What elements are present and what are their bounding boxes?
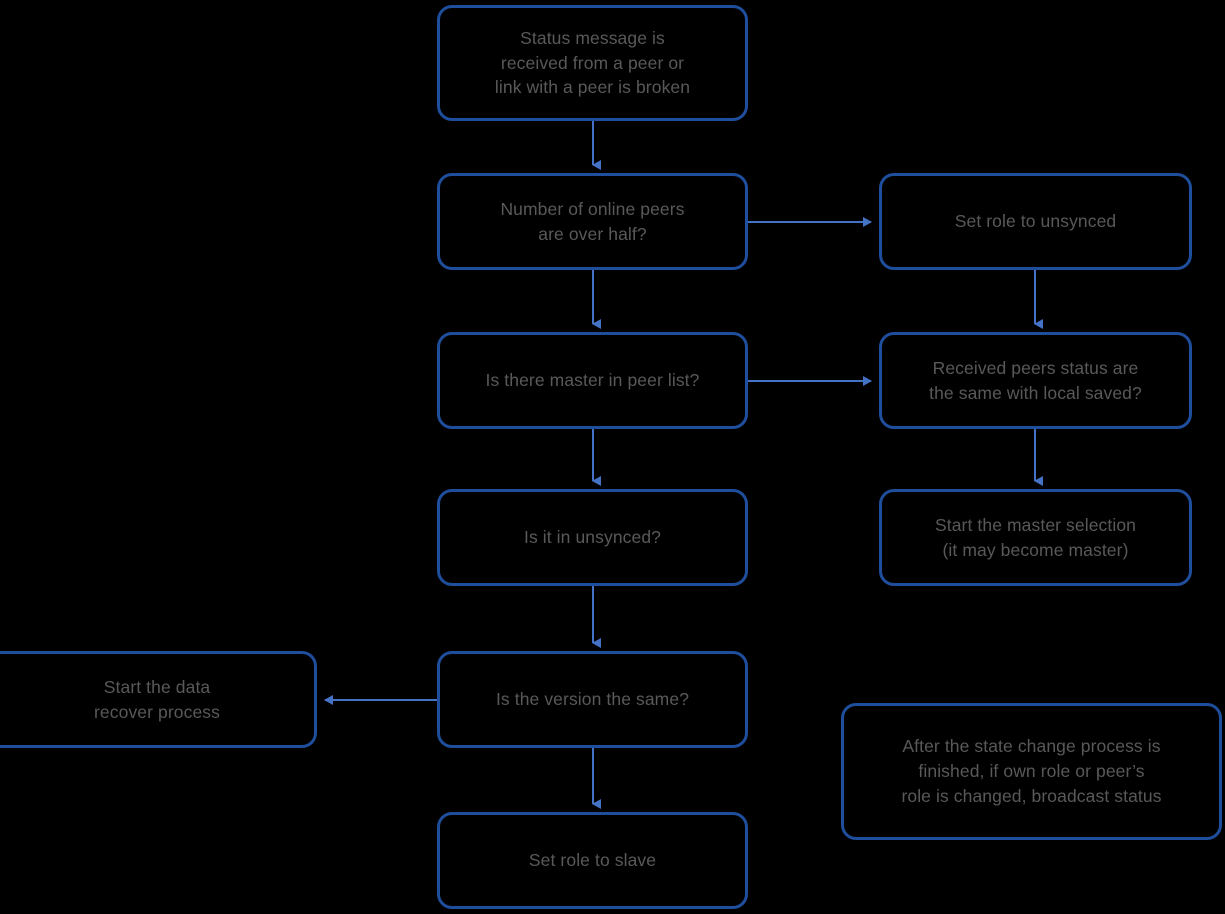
node-label: Set role to unsynced [954,211,1117,232]
node-is-version-the-same[interactable]: Is the version the same? [437,651,748,748]
node-label: Start the master selection (it may becom… [934,514,1137,560]
node-label: Start the data recover process [94,676,220,722]
node-label: Received peers status are the same with … [929,357,1142,403]
node-broadcast-note[interactable]: After the state change process is finish… [841,703,1222,840]
node-set-role-slave[interactable]: Set role to slave [437,812,748,909]
node-label: After the state change process is finish… [901,736,1162,806]
node-label: Is it in unsynced? [523,527,661,548]
node-status-message-received[interactable]: Status message is received from a peer o… [437,5,748,121]
node-label: Is there master in peer list? [485,370,700,391]
node-set-role-unsynced[interactable]: Set role to unsynced [879,173,1192,270]
node-master-in-peer-list[interactable]: Is there master in peer list? [437,332,748,429]
node-start-master-selection[interactable]: Start the master selection (it may becom… [879,489,1192,586]
node-online-peers-over-half[interactable]: Number of online peers are over half? [437,173,748,270]
node-label: Status message is received from a peer o… [494,27,691,98]
node-start-data-recover[interactable]: Start the data recover process [0,651,317,748]
node-is-it-in-unsynced[interactable]: Is it in unsynced? [437,489,748,586]
node-label: Number of online peers are over half? [500,198,685,244]
node-received-peers-status-same[interactable]: Received peers status are the same with … [879,332,1192,429]
node-label: Is the version the same? [495,689,690,710]
node-label: Set role to slave [528,850,657,871]
